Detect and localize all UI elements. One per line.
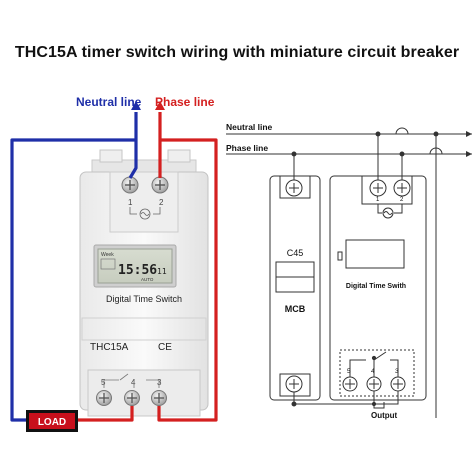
top-terminal-1 bbox=[121, 176, 139, 194]
lcd-time: 15:56 bbox=[118, 263, 157, 278]
schem-timer-name: Digital Time Swith bbox=[346, 283, 406, 290]
neutral-wire-left bbox=[10, 138, 136, 422]
ce-mark: CE bbox=[158, 342, 172, 353]
schem-bottom-terminal-3: 3 bbox=[395, 368, 399, 375]
schematic bbox=[226, 127, 472, 418]
photo-phase-label: Phase line bbox=[155, 95, 215, 109]
bottom-terminal-5 bbox=[96, 390, 112, 406]
top-ridge-left bbox=[99, 149, 123, 163]
phase-wire-right bbox=[157, 138, 218, 422]
photo-bottom-terminal-label-5: 5 bbox=[101, 378, 106, 387]
photo-bottom-terminal-label-4: 4 bbox=[131, 378, 136, 387]
schem-phase-label: Phase line bbox=[226, 143, 268, 153]
top-terminal-2 bbox=[151, 176, 169, 194]
load-box-inner bbox=[29, 413, 75, 429]
diagram-title: THC15A timer switch wiring with miniatur… bbox=[14, 44, 460, 61]
schem-neutral-label: Neutral line bbox=[226, 122, 273, 132]
device-model: THC15A bbox=[90, 342, 129, 353]
lcd-screen bbox=[97, 248, 173, 284]
device-name: Digital Time Switch bbox=[106, 294, 182, 304]
timer-device-photo: 1 2 Week 15:56 11 AUTO Digital Time Swit… bbox=[79, 149, 209, 417]
photo-top-terminal-label-1: 1 bbox=[128, 198, 133, 207]
timer-sine-icon bbox=[382, 207, 394, 219]
top-ridge-right bbox=[167, 149, 191, 163]
output-label: Output bbox=[371, 411, 398, 420]
neutral-wire-top bbox=[128, 112, 138, 179]
load-wire bbox=[78, 406, 134, 422]
photo-wires bbox=[10, 112, 218, 422]
photo-neutral-label: Neutral line bbox=[76, 95, 142, 109]
lcd-week: Week bbox=[101, 252, 114, 258]
schem-bottom-terminal-5: 5 bbox=[347, 368, 351, 375]
breaker-model: C45 bbox=[287, 248, 304, 258]
breaker-name: MCB bbox=[285, 304, 306, 314]
bottom-terminal-3 bbox=[151, 390, 167, 406]
phase-arrow-icon bbox=[155, 101, 165, 110]
schem-top-terminal-1: 1 bbox=[376, 197, 380, 203]
timer-lcd bbox=[345, 239, 405, 269]
schem-bottom-terminal-4: 4 bbox=[371, 368, 375, 375]
photo-top-terminal-label-2: 2 bbox=[159, 198, 164, 207]
lcd-seconds: 11 bbox=[157, 267, 167, 276]
schem-top-terminal-2: 2 bbox=[400, 197, 404, 203]
photo-bottom-terminal-label-3: 3 bbox=[157, 378, 162, 387]
load-label: LOAD bbox=[38, 417, 66, 428]
neutral-arrow-icon bbox=[131, 101, 141, 110]
bottom-terminal-4 bbox=[124, 390, 140, 406]
sine-symbol-icon bbox=[139, 208, 151, 220]
lcd-mode: AUTO bbox=[141, 277, 154, 282]
mcb-body bbox=[269, 175, 321, 401]
